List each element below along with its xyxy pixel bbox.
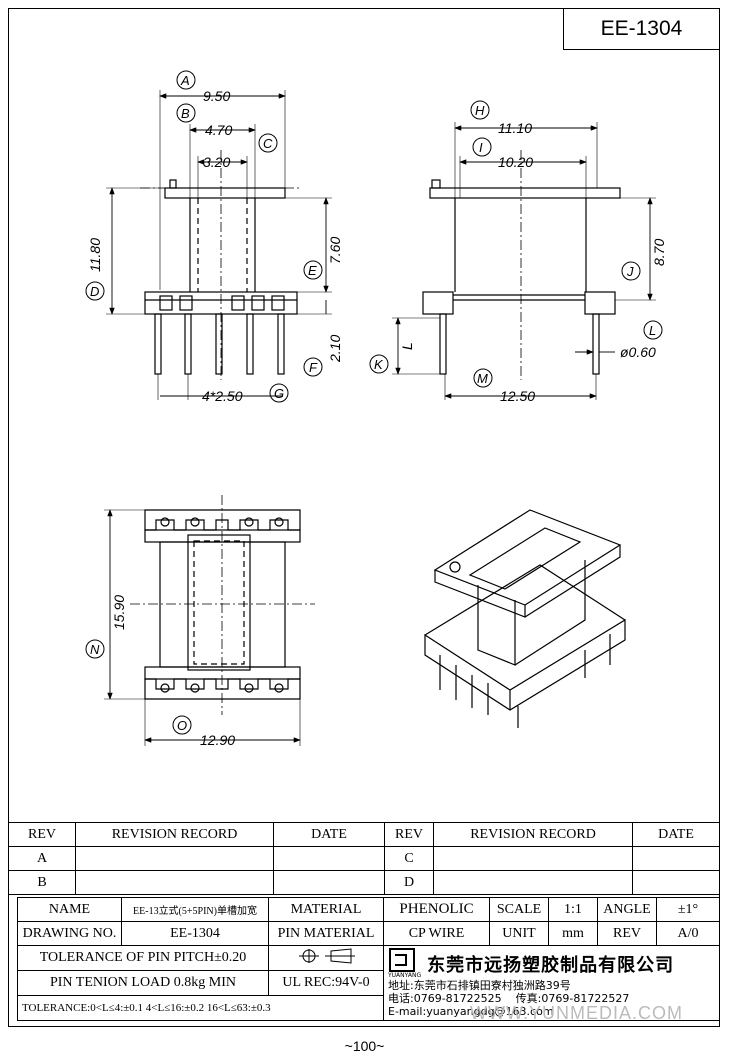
label-e: E: [308, 263, 317, 278]
dim-a: 9.50: [203, 88, 230, 104]
label-l: L: [649, 323, 656, 338]
dim-b: 4.70: [205, 122, 232, 138]
pitch-tolerance: TOLERANCE OF PIN PITCH±0.20: [17, 945, 269, 971]
dim-k: L: [399, 342, 415, 350]
unit-value: mm: [548, 921, 598, 946]
logo-icon: YUANYANG: [388, 948, 421, 979]
rev-header: REV: [8, 822, 76, 847]
label-b: B: [181, 106, 190, 121]
label-k: K: [374, 357, 384, 372]
label-g: G: [274, 386, 284, 401]
dim-d: 11.80: [87, 238, 103, 272]
gdt-symbol: [268, 945, 384, 971]
isometric-view: [424, 509, 626, 728]
table-row: B D: [8, 870, 720, 895]
name-label: NAME: [17, 897, 122, 922]
label-c: C: [263, 136, 273, 151]
table-row: A C: [8, 846, 720, 871]
revision-table: REV REVISION RECORD DATE REV REVISION RE…: [8, 822, 720, 895]
name-value: EE-13立式(5+5PIN)单槽加宽: [121, 897, 269, 922]
revision-record-header: REVISION RECORD: [433, 822, 633, 847]
gdt-icon: [299, 947, 355, 964]
dim-i: 10.20: [498, 154, 533, 170]
date-header: DATE: [632, 822, 720, 847]
company-block: YUANYANG 东莞市远扬塑胶制品有限公司 地址:东莞市石排镇田寮村独洲路39…: [383, 945, 720, 1021]
page-number: ~100~: [344, 1038, 385, 1054]
side-view: [392, 122, 656, 400]
rev-header: REV: [384, 822, 434, 847]
dim-j: 8.70: [651, 239, 667, 266]
label-j: J: [626, 264, 634, 279]
material-label: MATERIAL: [268, 897, 384, 922]
dim-e: 7.60: [327, 237, 343, 264]
dimension-texts: 9.50 4.70 3.20 11.80 7.60 2.10 4*2.50 11…: [87, 88, 667, 748]
company-phone: 电话:0769-81722525: [388, 992, 502, 1005]
label-d: D: [90, 284, 99, 299]
rev-label: REV: [597, 921, 657, 946]
label-m: M: [477, 371, 488, 386]
label-a: A: [180, 73, 190, 88]
company-name: 东莞市远扬塑胶制品有限公司: [427, 954, 675, 976]
label-n: N: [90, 642, 100, 657]
front-view: [106, 90, 332, 400]
scale-label: SCALE: [489, 897, 549, 922]
unit-label: UNIT: [489, 921, 549, 946]
dim-g: 4*2.50: [202, 388, 243, 404]
label-h: H: [475, 103, 485, 118]
circle-labels: A B C D E F G H I J K L M N O: [85, 70, 663, 735]
pin-tension: PIN TENION LOAD 0.8kg MIN: [17, 970, 269, 996]
label-o: O: [177, 718, 187, 733]
drawing-title: EE-1304: [563, 8, 720, 50]
scale-value: 1:1: [548, 897, 598, 922]
watermark: WWW.YUNMEDIA.COM: [470, 1003, 683, 1023]
revision-record-header: REVISION RECORD: [75, 822, 274, 847]
date-header: DATE: [273, 822, 385, 847]
dim-m: 12.50: [500, 388, 535, 404]
company-address: 地址:东莞市石排镇田寮村独洲路39号: [388, 979, 571, 992]
angle-label: ANGLE: [597, 897, 657, 922]
dim-f: 2.10: [327, 335, 343, 363]
angle-value: ±1°: [656, 897, 720, 922]
dim-c: 3.20: [203, 154, 230, 170]
company-fax: 传真:0769-81722527: [515, 992, 630, 1005]
technical-drawing: 9.50 4.70 3.20 11.80 7.60 2.10 4*2.50 11…: [85, 70, 667, 748]
pin-material-label: PIN MATERIAL: [268, 921, 384, 946]
rev-value: A/0: [656, 921, 720, 946]
dim-h: 11.10: [498, 120, 532, 136]
drawing-frame: [8, 8, 720, 1027]
ul-rating: UL REC:94V-0: [268, 970, 384, 996]
bottom-view: [104, 495, 315, 746]
general-tolerance: TOLERANCE:0<L≤4:±0.1 4<L≤16:±0.2 16<L≤63…: [17, 995, 384, 1021]
drawing-no-value: EE-1304: [121, 921, 269, 946]
label-i: I: [479, 140, 483, 155]
pin-material-value: CP WIRE: [383, 921, 490, 946]
label-f: F: [309, 360, 318, 375]
material-value: PHENOLIC: [383, 897, 490, 922]
drawing-no-label: DRAWING NO.: [17, 921, 122, 946]
dim-l: ø0.60: [620, 344, 656, 360]
company-email: E-mail:yuanyangdg@163.com: [388, 1005, 554, 1018]
title-block: NAME EE-13立式(5+5PIN)单槽加宽 MATERIAL PHENOL…: [17, 897, 720, 1021]
dim-o: 12.90: [200, 732, 235, 748]
dim-n: 15.90: [111, 595, 127, 630]
